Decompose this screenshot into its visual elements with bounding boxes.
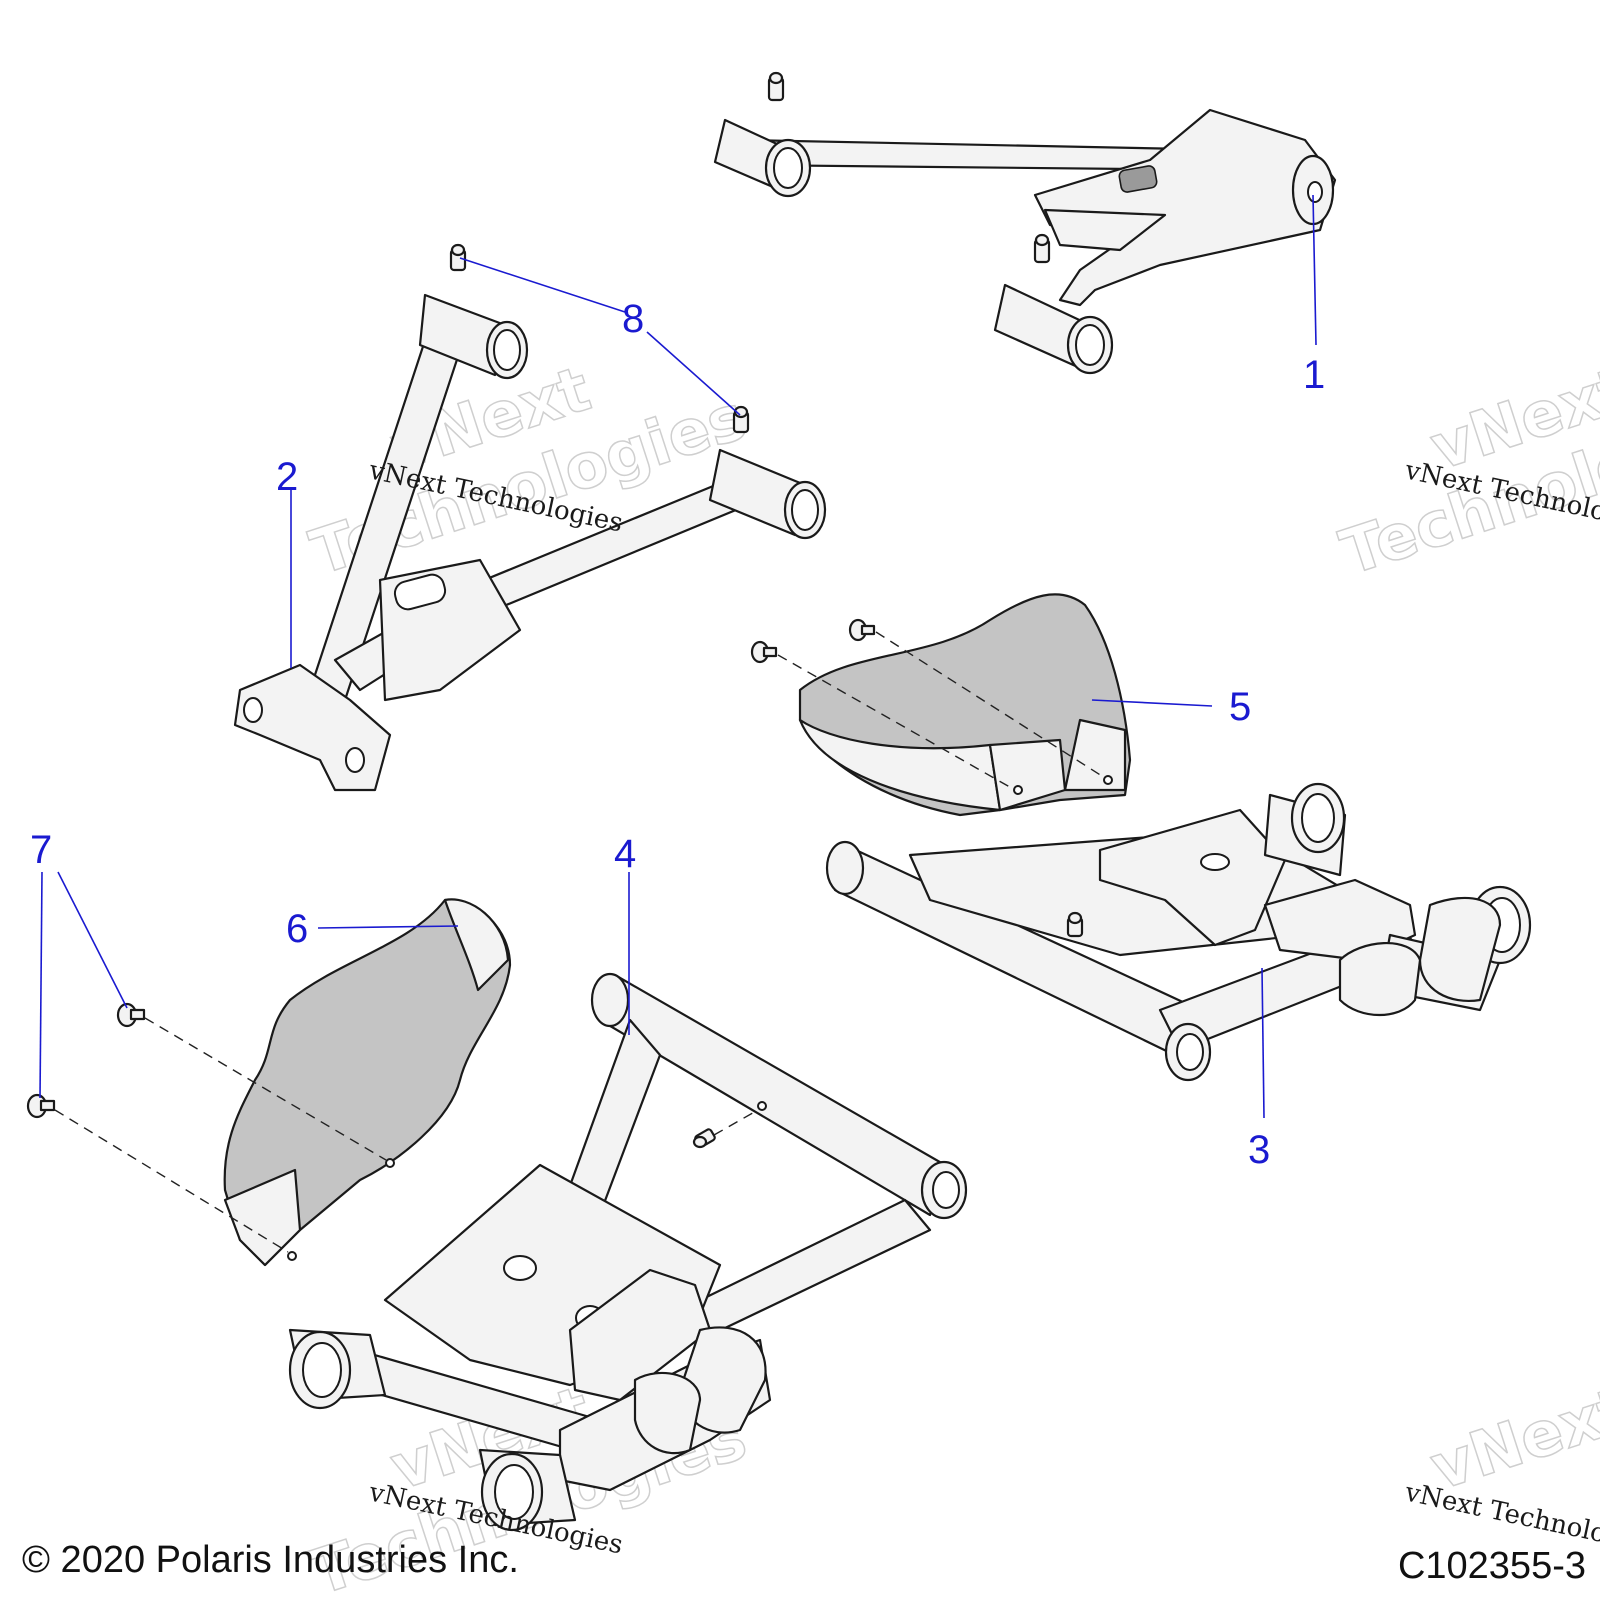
callout-2: 2	[276, 455, 298, 499]
part-2-upper-a-arm-left	[233, 243, 827, 792]
part-1-upper-a-arm-right	[713, 71, 1337, 375]
part-3-lower-a-arm-right	[825, 782, 1532, 1082]
grease-fitting-icon	[449, 243, 467, 272]
copyright-text: © 2020 Polaris Industries Inc.	[22, 1539, 519, 1581]
grease-fitting-icon	[767, 71, 785, 102]
callout-3: 3	[1248, 1128, 1270, 1172]
callout-7: 7	[30, 828, 52, 872]
watermark-bottom-right: vNext	[1421, 1371, 1600, 1505]
part-7-flange-bolt-upper	[116, 1002, 146, 1028]
flange-bolt-icon	[750, 640, 778, 664]
part-6-a-arm-guard-left	[26, 898, 512, 1267]
svg-text:vNext: vNext	[1422, 1372, 1600, 1504]
ball-joint-socket-icon	[393, 573, 447, 611]
callout-8: 8	[622, 297, 644, 341]
callout-1: 1	[1303, 353, 1325, 397]
grease-fitting-icon	[1033, 233, 1051, 264]
figure-code: C102355-3	[1398, 1545, 1586, 1587]
grease-fitting-icon	[1066, 911, 1084, 938]
callout-6: 6	[286, 907, 308, 951]
grease-fitting-icon	[732, 405, 750, 434]
part-4-lower-a-arm-left	[288, 972, 968, 1532]
part-5-a-arm-guard-right	[750, 593, 1132, 817]
leader-lines	[39, 194, 1317, 1119]
callout-5: 5	[1229, 685, 1251, 729]
callout-4: 4	[614, 832, 636, 876]
flange-bolt-icon	[848, 618, 876, 642]
ball-joint-socket-icon	[1118, 165, 1158, 193]
grease-fitting-icon	[692, 1128, 716, 1149]
part-7-flange-bolt-lower	[26, 1093, 56, 1119]
